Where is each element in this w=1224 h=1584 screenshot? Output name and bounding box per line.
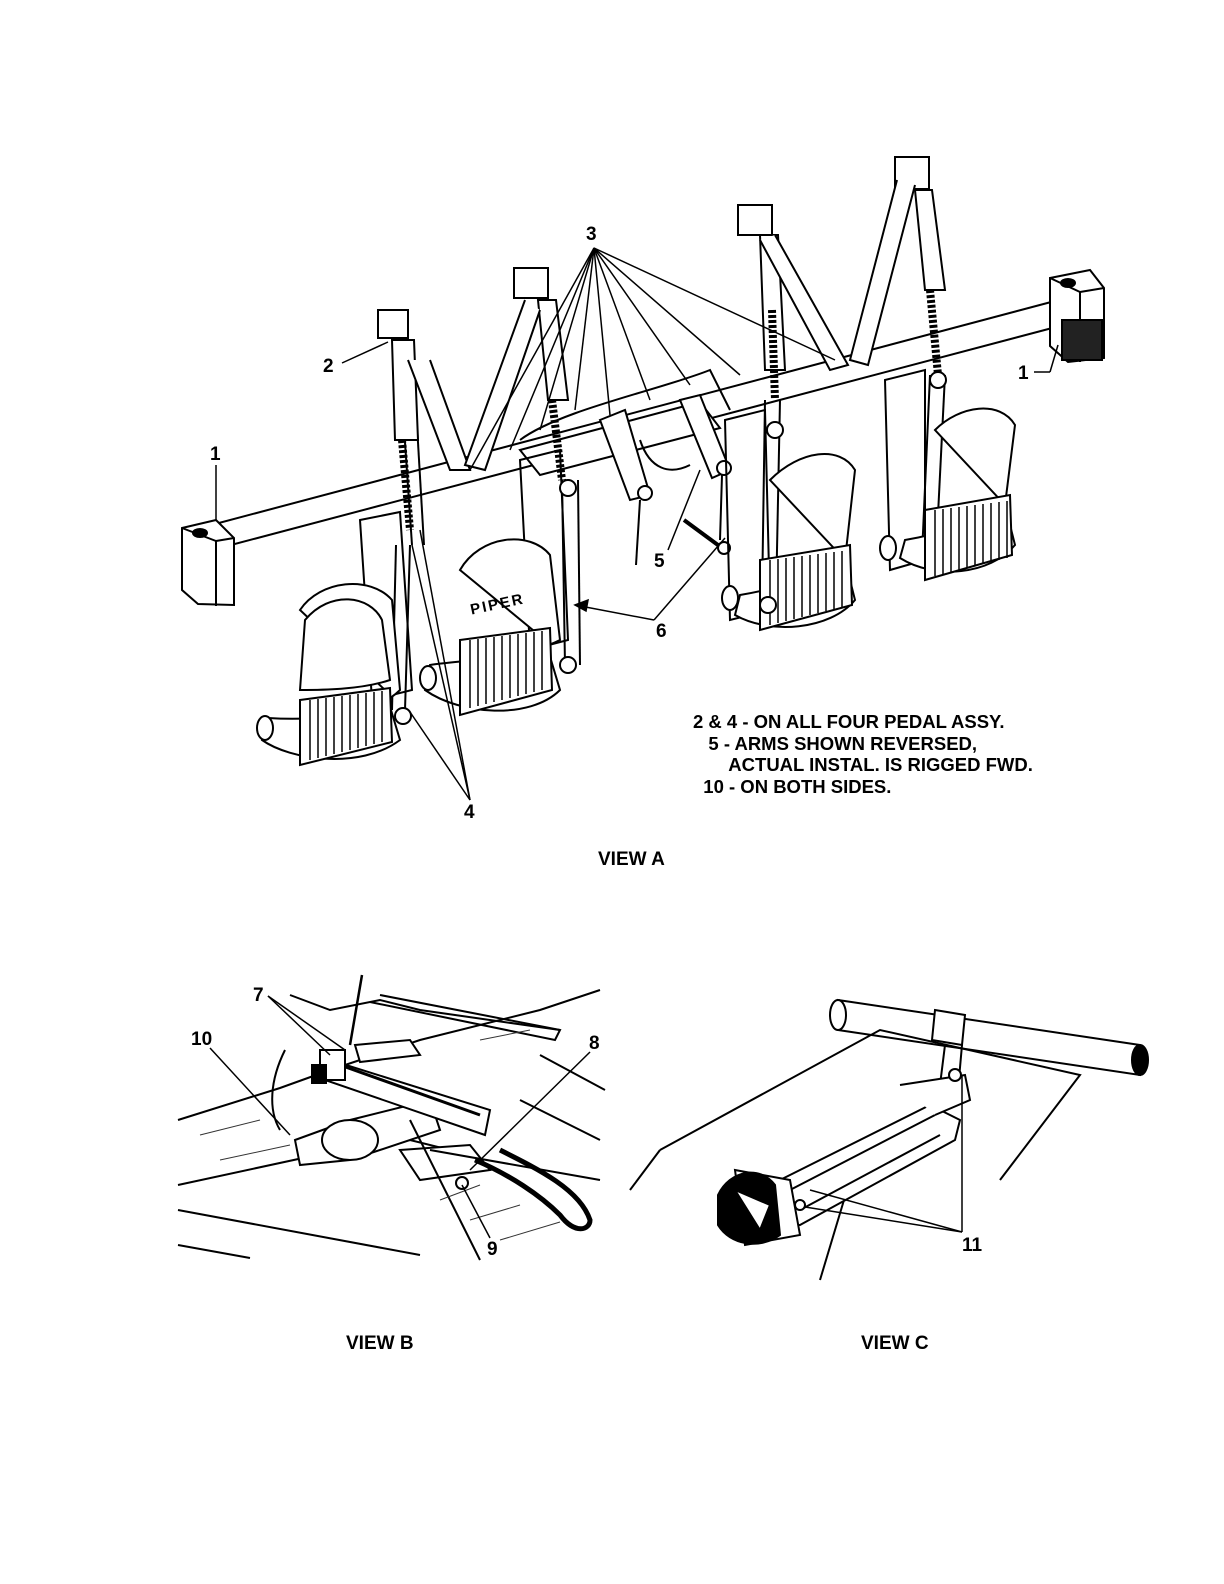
note-line-1: 2 & 4 - ON ALL FOUR PEDAL ASSY. — [693, 711, 1033, 733]
view-c-drawing — [630, 1000, 1148, 1280]
pedal-assembly-4 — [850, 157, 1015, 580]
callout-8: 8 — [589, 1034, 600, 1053]
view-c-caption: VIEW C — [861, 1333, 929, 1355]
mount-block-left — [182, 520, 234, 606]
callout-5: 5 — [654, 552, 665, 571]
callout-10: 10 — [191, 1030, 212, 1049]
callout-11: 11 — [962, 1236, 982, 1255]
callout-2: 2 — [323, 357, 334, 376]
pedal-assembly-2 — [420, 268, 580, 715]
callout-6: 6 — [656, 622, 667, 641]
callout-1-right: 1 — [1018, 364, 1029, 383]
callout-3: 3 — [586, 225, 597, 244]
notes-block: 2 & 4 - ON ALL FOUR PEDAL ASSY. 5 - ARMS… — [693, 711, 1033, 797]
callout-9: 9 — [487, 1240, 498, 1259]
mount-block-right — [1050, 270, 1104, 362]
callout-4: 4 — [464, 803, 475, 822]
note-line-3: ACTUAL INSTAL. IS RIGGED FWD. — [693, 754, 1033, 776]
view-b-caption: VIEW B — [346, 1333, 414, 1355]
note-line-2: 5 - ARMS SHOWN REVERSED, — [693, 733, 1033, 755]
view-a-caption: VIEW A — [598, 849, 665, 871]
view-b-drawing — [178, 975, 605, 1260]
note-line-4: 10 - ON BOTH SIDES. — [693, 776, 1033, 798]
view-a-drawing — [182, 157, 1104, 800]
pedal-assembly-3 — [722, 205, 855, 630]
callout-1-left: 1 — [210, 445, 221, 464]
callout-7: 7 — [253, 986, 264, 1005]
